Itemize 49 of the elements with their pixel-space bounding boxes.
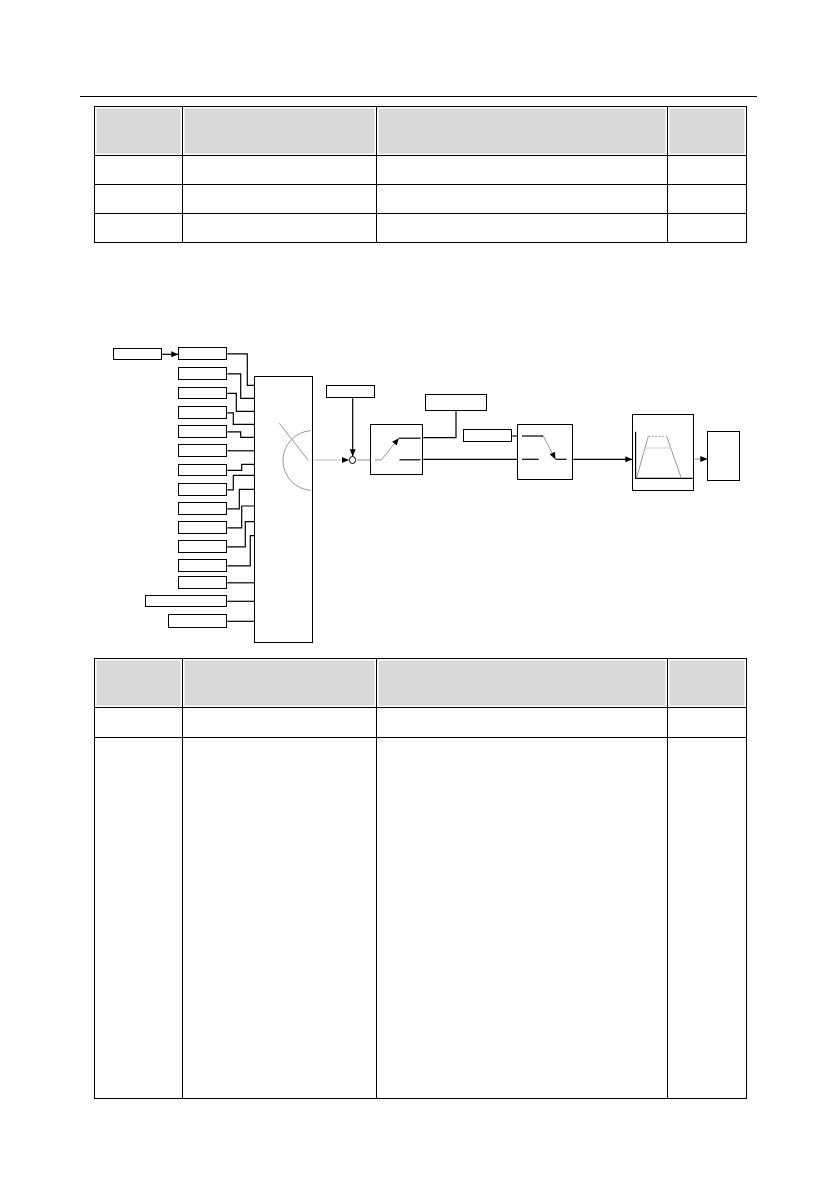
setting-box bbox=[326, 385, 376, 399]
connector-line bbox=[355, 459, 371, 461]
connector-line bbox=[226, 463, 255, 471]
signal-box bbox=[178, 367, 228, 381]
switch-block bbox=[517, 424, 574, 480]
arrow bbox=[572, 456, 633, 463]
signal-box bbox=[178, 576, 228, 590]
connector-line bbox=[226, 505, 255, 529]
connector-line bbox=[226, 373, 255, 399]
signal-box bbox=[178, 559, 228, 573]
connector-line bbox=[226, 392, 255, 412]
connector-line bbox=[226, 521, 255, 548]
connector-line bbox=[226, 474, 255, 491]
arrow bbox=[161, 351, 179, 358]
signal-box bbox=[178, 347, 228, 361]
connector-line bbox=[422, 458, 518, 460]
connector-line bbox=[226, 450, 255, 452]
connector-line bbox=[226, 488, 255, 510]
arrow bbox=[349, 397, 356, 457]
connector-line bbox=[422, 410, 457, 439]
connector-line bbox=[226, 620, 255, 622]
summing-junction bbox=[349, 456, 357, 464]
signal-box bbox=[145, 595, 228, 608]
switch-block bbox=[370, 424, 424, 476]
rotary-switch-block bbox=[254, 376, 314, 644]
output-box bbox=[707, 431, 740, 481]
signal-box bbox=[168, 614, 228, 629]
connector-line bbox=[226, 353, 255, 386]
signal-box bbox=[178, 540, 228, 554]
setting-box bbox=[463, 429, 513, 443]
signal-box bbox=[178, 502, 228, 516]
signal-box bbox=[178, 483, 228, 497]
signal-box bbox=[178, 387, 228, 400]
signal-box bbox=[178, 464, 228, 477]
ramp-block bbox=[632, 414, 695, 491]
arrow bbox=[312, 457, 350, 463]
connector-line bbox=[511, 435, 518, 437]
connector-line bbox=[226, 582, 255, 584]
signal-box bbox=[178, 425, 228, 439]
source-box bbox=[113, 348, 163, 361]
signal-box bbox=[178, 521, 228, 535]
setting-box bbox=[425, 394, 488, 412]
arrow bbox=[693, 456, 708, 462]
connector-line bbox=[226, 412, 255, 425]
connector-line bbox=[226, 600, 255, 602]
signal-box bbox=[178, 406, 228, 420]
connector-line bbox=[226, 535, 255, 567]
connector-line bbox=[226, 431, 255, 438]
signal-box bbox=[178, 444, 228, 458]
